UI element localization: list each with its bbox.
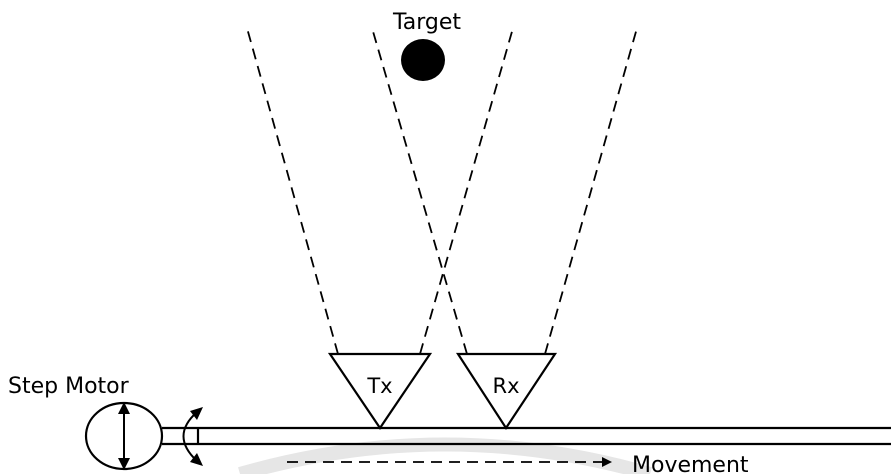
movement-label: Movement: [632, 453, 749, 474]
rx-beam-right: [544, 27, 638, 355]
rotation-arrow-icon: [182, 407, 203, 466]
motor-double-arrow-icon: [118, 402, 130, 470]
tx-beam-right: [419, 27, 514, 355]
rx-beam-left: [371, 27, 468, 355]
target-label: Target: [392, 10, 461, 35]
tx-beam-left: [246, 27, 339, 355]
background-watermark: [238, 437, 652, 474]
tx-antenna: [327, 352, 433, 430]
target-dot: [401, 39, 445, 81]
step-motor-label: Step Motor: [8, 374, 130, 399]
tx-label: Tx: [366, 374, 392, 398]
rx-label: Rx: [492, 374, 519, 398]
rx-antenna: [455, 352, 558, 431]
